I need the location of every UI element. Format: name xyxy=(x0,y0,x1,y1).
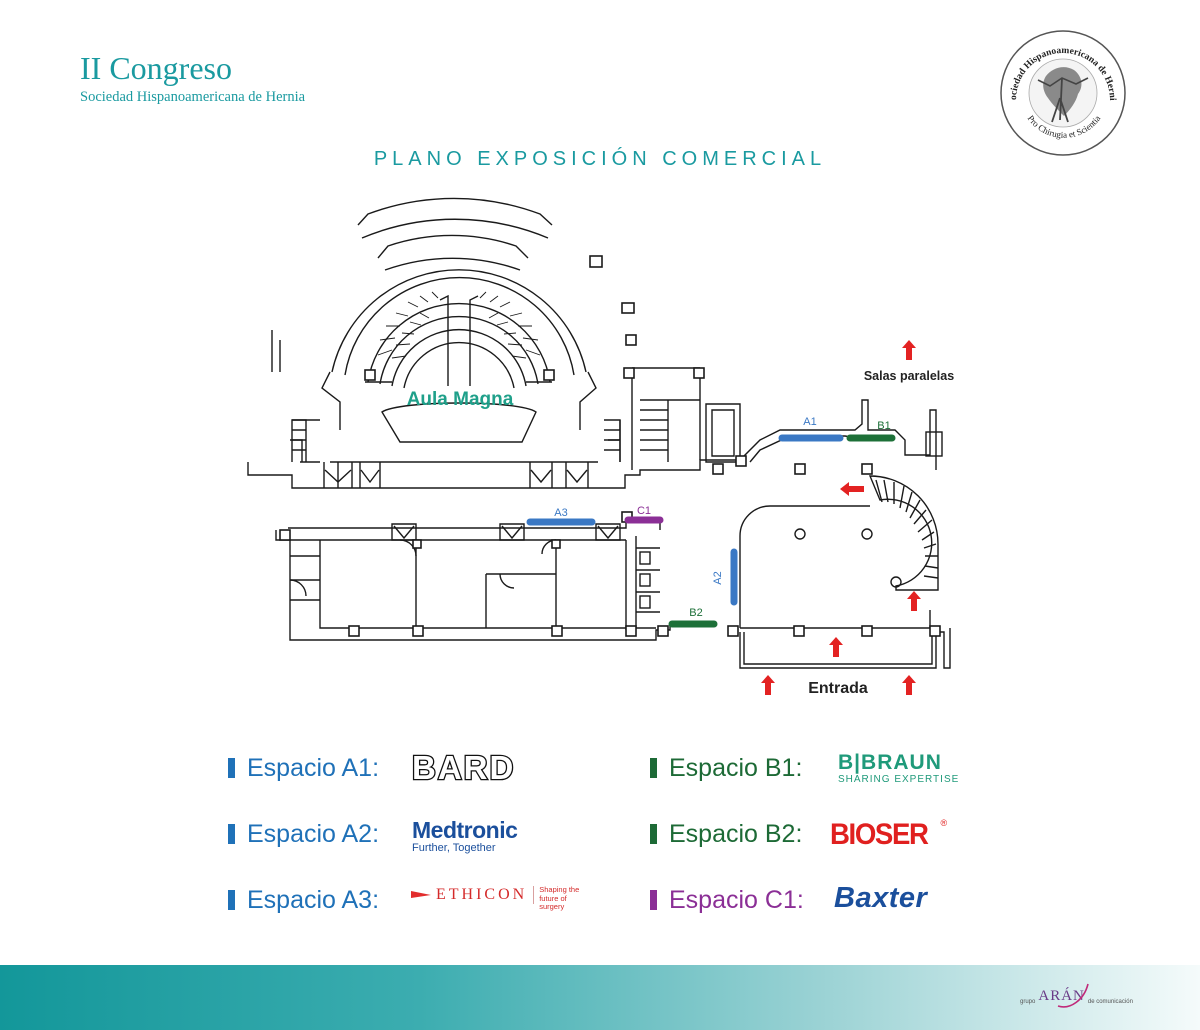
direction-arrow-icon xyxy=(840,482,864,496)
ethicon-tagline: Shaping the future of surgery xyxy=(539,885,580,911)
legend-b1-marker xyxy=(650,758,657,778)
salas-paralelas-label: Salas paralelas xyxy=(864,369,954,383)
legend-a2-label: Espacio A2: xyxy=(247,819,380,848)
direction-arrows xyxy=(761,340,921,695)
baxter-wordmark: Baxter xyxy=(834,882,928,914)
booth-a2-label: A2 xyxy=(712,571,724,584)
booth-a3-label: A3 xyxy=(554,507,567,519)
footer-band xyxy=(0,965,1200,1030)
entrada-label: Entrada xyxy=(808,680,868,697)
svg-text:BARD: BARD xyxy=(412,749,515,785)
registered-icon: ® xyxy=(940,818,948,828)
ethicon-arrow-icon xyxy=(411,891,431,898)
plan-title: PLANO EXPOSICIÓN COMERCIAL xyxy=(373,148,827,170)
legend-a2: Espacio A2: xyxy=(228,814,379,854)
south-wing xyxy=(275,519,671,641)
bbraun-wordmark: B|BRAUN xyxy=(838,751,942,774)
ethicon-logo: ETHICON Shaping the future of surgery xyxy=(410,885,587,912)
booth-b1-label: B1 xyxy=(877,420,890,432)
footer-brand-suffix: de comunicación xyxy=(1087,999,1133,1005)
legend-c1: Espacio C1: xyxy=(650,880,804,920)
booth-c1-label: C1 xyxy=(637,505,651,517)
legend-b1: Espacio B1: xyxy=(650,748,802,788)
legend-a3-label: Espacio A3: xyxy=(247,885,380,914)
congress-title: II Congreso xyxy=(80,50,232,86)
legend-a1-marker xyxy=(228,758,235,778)
bioser-logo: BIOSER ® xyxy=(830,818,947,852)
society-seal: Sociedad Hispanoamericana de Hernia Pro … xyxy=(998,28,1126,156)
bard-logo: BARD xyxy=(410,748,520,788)
legend-a1-label: Espacio A1: xyxy=(247,753,380,782)
legend-a3: Espacio A3: xyxy=(228,880,379,920)
booth-a1-label: A1 xyxy=(803,416,816,428)
legend-a2-marker xyxy=(228,824,235,844)
legend-a1: Espacio A1: xyxy=(228,748,379,788)
medtronic-logo: Medtronic Further, Together xyxy=(412,817,518,855)
legend-b2-marker xyxy=(650,824,657,844)
bioser-wordmark: BIOSER xyxy=(830,818,929,851)
footer-brand-prefix: grupo xyxy=(1020,999,1036,1005)
entrance-hall xyxy=(739,475,951,669)
globe-figure-icon xyxy=(1043,67,1082,116)
legend-b2-label: Espacio B2: xyxy=(669,819,803,848)
legend-b1-label: Espacio B1: xyxy=(669,753,803,782)
direction-arrow-icon xyxy=(907,591,921,611)
direction-arrow-icon xyxy=(902,675,916,695)
aran-swoosh-icon xyxy=(1057,983,1089,1008)
footer-brand: ARÁN xyxy=(1038,988,1085,1004)
direction-arrow-icon xyxy=(761,675,775,695)
direction-arrow-icon xyxy=(829,637,843,657)
baxter-logo: Baxter xyxy=(834,882,927,915)
booth-b2-label: B2 xyxy=(689,607,702,619)
grupo-aran-logo: grupo ARÁN de comunicación xyxy=(1020,988,1133,1005)
direction-arrow-icon xyxy=(902,340,916,360)
aula-magna-auditorium xyxy=(321,197,597,443)
medtronic-tagline: Further, Together xyxy=(412,842,496,854)
legend-a3-marker xyxy=(228,890,235,910)
aula-magna-label: Aula Magna xyxy=(407,389,514,410)
legend-c1-marker xyxy=(650,890,657,910)
ethicon-wordmark: ETHICON xyxy=(432,886,535,904)
congress-subtitle: Sociedad Hispanoamericana de Hernia xyxy=(80,89,306,105)
medtronic-wordmark: Medtronic xyxy=(412,817,518,843)
legend-c1-label: Espacio C1: xyxy=(669,885,804,914)
legend-b2: Espacio B2: xyxy=(650,814,802,854)
bbraun-tagline: SHARING EXPERTISE xyxy=(838,774,960,785)
bbraun-logo: B|BRAUN SHARING EXPERTISE xyxy=(838,752,959,786)
